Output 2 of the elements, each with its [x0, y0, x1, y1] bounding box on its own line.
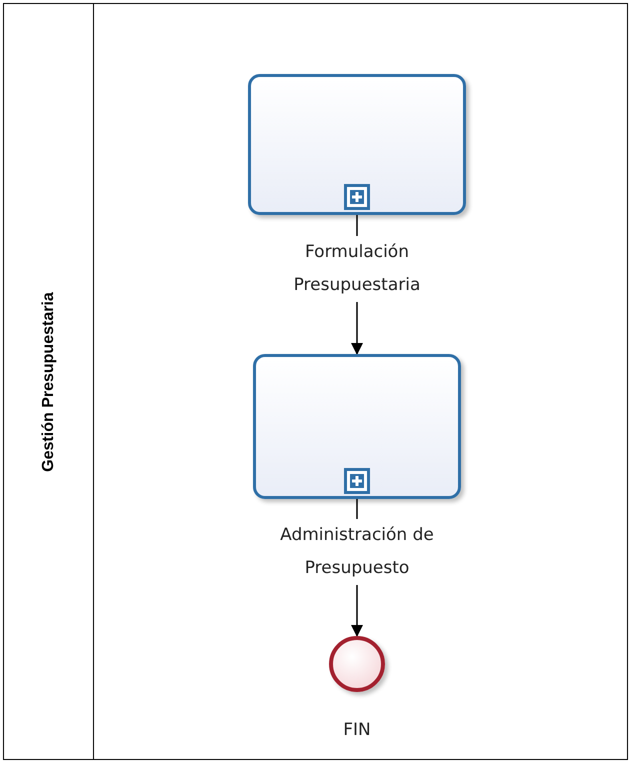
lane-title: Gestión Presupuestaria — [38, 292, 58, 472]
swimlane — [3, 3, 628, 760]
